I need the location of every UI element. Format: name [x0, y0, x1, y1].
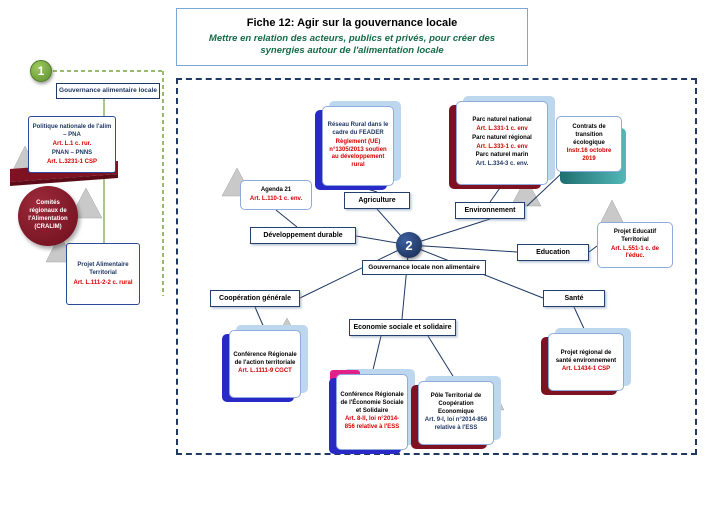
header-box: Fiche 12: Agir sur la gouvernance locale… [176, 8, 528, 66]
gouvernance-alimentaire-label: Gouvernance alimentaire locale [59, 86, 157, 94]
category-environnement: Environnement [455, 202, 525, 219]
category-education: Education [517, 244, 589, 261]
card-contrats-transition: Contrats de transition écologique Instr.… [556, 116, 626, 184]
card-reseau-rural: Réseau Rural dans le cadre du FEADER Règ… [315, 101, 401, 190]
politique-title1: Politique nationale de l'alim – PNA [32, 123, 112, 138]
card-agenda21: Agenda 21 Art. L.110-1 c. env. [240, 180, 312, 210]
parc-national-art: Art. L.331-1 c. env [476, 125, 528, 132]
projet-alimentaire-box: Projet Alimentaire Territorial Art. L.11… [66, 243, 140, 305]
agenda21-title: Agenda 21 [260, 186, 292, 193]
category-sante-label: Santé [564, 295, 584, 302]
card-projet-sante: Projet régional de santé environnement A… [541, 328, 631, 395]
dashed-boundary [176, 78, 697, 455]
politique-title2: PNAN – PNNS [51, 150, 93, 157]
category-developpement-durable: Développement durable [250, 227, 356, 244]
hub-label: Gouvernance locale non alimentaire [362, 260, 486, 275]
step-badge-1: 1 [30, 60, 52, 82]
category-economie-sociale: Economie sociale et solidaire [349, 319, 456, 336]
card-parcs-naturels: Parc naturel national Art. L.331-1 c. en… [449, 96, 555, 189]
reseau-rural-title: Réseau Rural dans le cadre du FEADER [327, 122, 389, 136]
hub-label-text: Gouvernance locale non alimentaire [368, 264, 480, 271]
page-subtitle: Mettre en relation des acteurs, publics … [208, 32, 496, 56]
politique-art2: Art. L.3231-1 CSP [46, 159, 98, 166]
cralim-label: Comités régionaux de l'Alimentation (CRA… [28, 200, 68, 230]
category-developpement-durable-label: Développement durable [263, 232, 343, 239]
category-education-label: Education [536, 249, 570, 256]
category-cooperation-generale-label: Coopération générale [219, 295, 291, 302]
cralim-circle: Comités régionaux de l'Alimentation (CRA… [18, 186, 78, 246]
step-badge-2: 2 [396, 232, 422, 258]
parc-marin-art: Art. L.334-3 c. env. [475, 161, 529, 168]
category-sante: Santé [543, 290, 605, 307]
projet-educatif-art: Art. L.551-1 c. de l'éduc. [610, 245, 660, 260]
pole-territorial-art: Art. 9-I, loi n°2014-856 relative à l'ES… [424, 417, 488, 432]
conference-action-title: Conférence Régionale de l'action territo… [233, 351, 297, 366]
category-agriculture: Agriculture [344, 192, 410, 209]
category-agriculture-label: Agriculture [358, 197, 396, 204]
card-projet-educatif: Projet Educatif Territorial Art. L.551-1… [597, 222, 673, 268]
politique-nationale-box: Politique nationale de l'alim – PNA Art.… [28, 116, 116, 173]
projet-educatif-title: Projet Educatif Territorial [613, 228, 657, 243]
contrats-art: Instr.16 octobre 2019 [566, 148, 612, 163]
projet-sante-title: Projet régional de santé environnement [555, 349, 617, 364]
projet-alimentaire-art: Art. L.111-2-2 c. rural [73, 279, 133, 286]
conference-action-art: Art. L.1111-9 CGCT [238, 368, 292, 375]
reseau-rural-detail: Règlement (UE) n°1305/2013 soutien au dé… [329, 138, 387, 169]
page-title: Fiche 12: Agir sur la gouvernance locale [246, 16, 458, 29]
conference-ess-art: Art. 8-II, loi n°2014-856 relative à l'E… [344, 416, 400, 431]
conference-ess-title: Conférence Régionale de l'Économie Socia… [340, 392, 404, 414]
agenda21-art: Art. L.110-1 c. env. [249, 195, 303, 202]
card-conference-ess: Conférence Régionale de l'Économie Socia… [329, 369, 415, 454]
category-economie-sociale-label: Economie sociale et solidaire [353, 324, 452, 331]
contrats-title: Contrats de transition écologique [572, 124, 606, 146]
category-cooperation-generale: Coopération générale [210, 290, 300, 307]
projet-alimentaire-title: Projet Alimentaire Territorial [77, 262, 129, 277]
gouvernance-alimentaire-box: Gouvernance alimentaire locale [56, 83, 160, 99]
projet-sante-art: Art. L1434-1 CSP [561, 366, 611, 373]
parc-regional-title: Parc naturel régional [472, 134, 532, 141]
politique-art1: Art. L.1 c. rur. [52, 140, 92, 147]
parc-marin-title: Parc naturel marin [475, 152, 529, 159]
category-environnement-label: Environnement [464, 207, 516, 214]
pole-territorial-title: Pôle Territorial de Coopération Economiq… [430, 393, 482, 415]
parc-regional-art: Art. L.333-1 c. env [476, 143, 528, 150]
card-pole-territorial: Pôle Territorial de Coopération Economiq… [411, 376, 501, 449]
parc-national-title: Parc naturel national [472, 117, 532, 124]
card-conference-action: Conférence Régionale de l'action territo… [222, 325, 308, 402]
